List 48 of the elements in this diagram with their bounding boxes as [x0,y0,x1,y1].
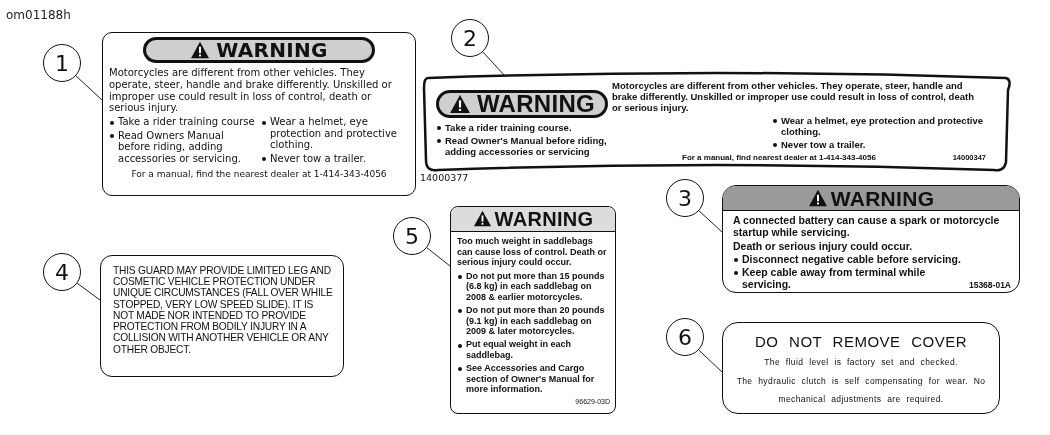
callout-number: 2 [451,19,489,57]
bullet-item: Read Owners Manual before riding, adding accessories or servicing. [109,129,257,165]
footer-text: For a manual, find the nearest dealer at 1-414-343-4056 [130,168,388,180]
figure-code: om01188h [6,8,71,22]
bullet-item: Put equal weight in each saddlebag. [457,339,610,361]
footer-text: For a manual, find nearest dealer at 1-414-343-4056 [682,152,876,163]
bullet-item: Read Owner's Manual before riding, adding accessories or servicing [436,135,608,158]
saddlebag-warning-decal [450,206,616,414]
warning-decal [102,32,416,196]
notice-text: The hydraulic clutch is self compensating for wear. No mechanical adjustments are required. [735,375,987,407]
part-number: 15368-01A [968,280,1011,291]
bullet-item: Take a rider training course [109,116,257,128]
bullet-item: Do not put more than 15 pounds (6.8 kg) in each saddlebag on 2008 & earlier motorcycles. [457,270,610,303]
bullet-item: Do not put more than 20 pounds (9.1 kg) in each saddlebag on 2009 & later motorcycles. [457,305,610,337]
warning-text: Motorcycles are different from other vehicles. They operate, steer, handle and brake differently. Unskilled or improper use could result in loss of control, death or serious injury. [109,67,393,115]
leader-line [426,247,451,267]
bullet-item: Disconnect negative cable before servicing. [733,253,1011,266]
bullet-item: Wear a helmet, eye protection and protective clothing. [261,116,409,151]
cover-heading: DO NOT REMOVE COVER [753,333,969,351]
warning-text: A connected battery can cause a spark or motorcycle startup while servicing. [733,214,1001,239]
warning-text: Too much weight in saddlebags can cause loss of control. Death or serious injury could occur. [457,236,608,268]
warning-heading: WARNING [494,209,594,229]
callout-number: 3 [666,179,704,217]
battery-warning-decal [722,185,1020,293]
part-number: 14000377 [420,172,469,183]
callout-number: 4 [43,253,81,291]
bullet-item: Keep cable away from terminal while servicing. [733,266,942,291]
bullet-item: Never tow a trailer. [261,152,409,165]
cover-decal [722,322,1000,414]
callout-number: 1 [43,44,81,82]
leader-line [698,349,723,373]
guard-decal [100,255,344,377]
callout-number: 5 [393,217,431,255]
bullet-item: See Accessories and Cargo section of Owner's Manual for more information. [457,363,610,395]
guard-warning-text: THIS GUARD MAY PROVIDE LIMITED LEG AND COSMETIC VEHICLE PROTECTION UNDER UNIQUE CIRCUMSTANCES (FALL OVER WHILE STOPPED, VERY LOW SPEED SLIDE). IT IS NOT MADE NOR INTENDED TO PROVIDE PROTECTION FROM BODILY INJURY IN A COLLISION WITH ANOTHER VEHICLE OR ANY OTHER OBJECT. [113,265,333,355]
warning-heading: WARNING [830,187,935,209]
warning-heading: WARNING [216,40,328,60]
warning-heading: WARNING [476,92,596,116]
bullet-item: Wear a helmet, eye protection and protective clothing. [772,114,986,137]
callout-number: 6 [666,318,704,356]
warning-text: Motorcycles are different from other vehicles. They operate, steer, handle and brake differently. Unskilled or improper use could result in loss of control, death or serious injury. [612,80,975,114]
leader-line [698,210,723,233]
leader-line [75,75,103,101]
warning-text: Death or serious injury could occur. [733,239,914,253]
bullet-item: Never tow a trailer. [772,138,986,150]
bullet-item: Take a rider training course. [436,122,608,133]
notice-text: The fluid level is factory set and checked. [763,357,959,368]
leader-line [76,282,101,301]
